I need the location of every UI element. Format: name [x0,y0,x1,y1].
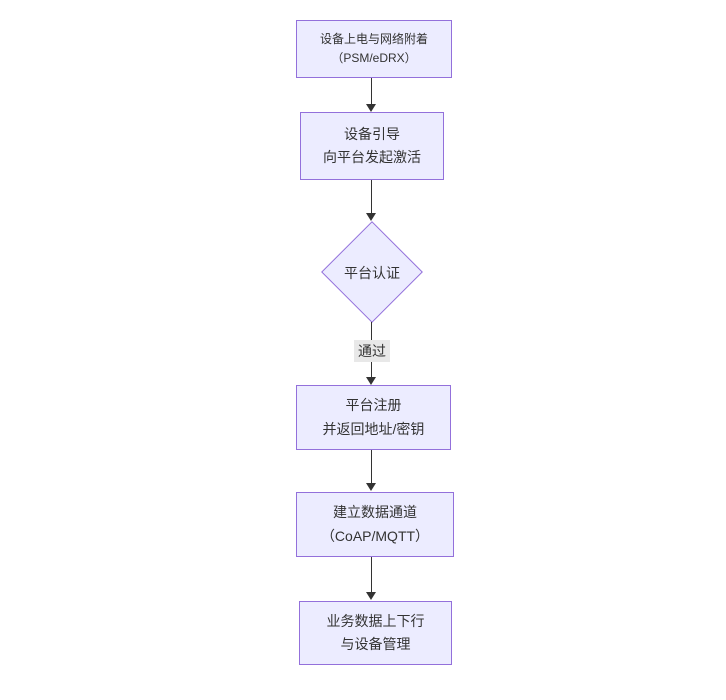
node-data-channel: 建立数据通道 （CoAP/MQTT） [296,492,454,557]
edge-power-to-bootstrap [371,78,372,105]
node-bootstrap: 设备引导 向平台发起激活 [300,112,444,180]
arrowhead-icon [366,213,376,221]
edge-channel-to-business [371,557,372,593]
node-platform-register-line-2: 并返回地址/密钥 [322,420,425,437]
node-power-attach: 设备上电与网络附着 （PSM/eDRX） [296,20,452,78]
node-power-attach-line-2: （PSM/eDRX） [331,51,417,65]
node-data-channel-line-1: 建立数据通道 [333,504,417,521]
node-power-attach-line-1: 设备上电与网络附着 [319,31,428,46]
arrowhead-icon [366,104,376,112]
node-platform-register: 平台注册 并返回地址/密钥 [296,385,451,450]
edge-bootstrap-to-auth [371,180,372,214]
arrowhead-icon [366,592,376,600]
node-platform-auth-label: 平台认证 [344,265,400,281]
node-business-data-line-1: 业务数据上下行 [326,612,425,629]
arrowhead-icon [366,483,376,491]
node-business-data-line-2: 与设备管理 [340,636,411,652]
edge-register-to-channel [371,450,372,484]
arrowhead-icon [366,377,376,385]
edge-label-pass: 通过 [354,340,390,362]
node-bootstrap-line-1: 设备引导 [344,125,400,142]
node-data-channel-line-2: （CoAP/MQTT） [320,527,430,544]
node-business-data: 业务数据上下行 与设备管理 [299,601,452,665]
node-platform-register-line-1: 平台注册 [345,397,402,414]
node-bootstrap-line-2: 向平台发起激活 [323,149,421,165]
